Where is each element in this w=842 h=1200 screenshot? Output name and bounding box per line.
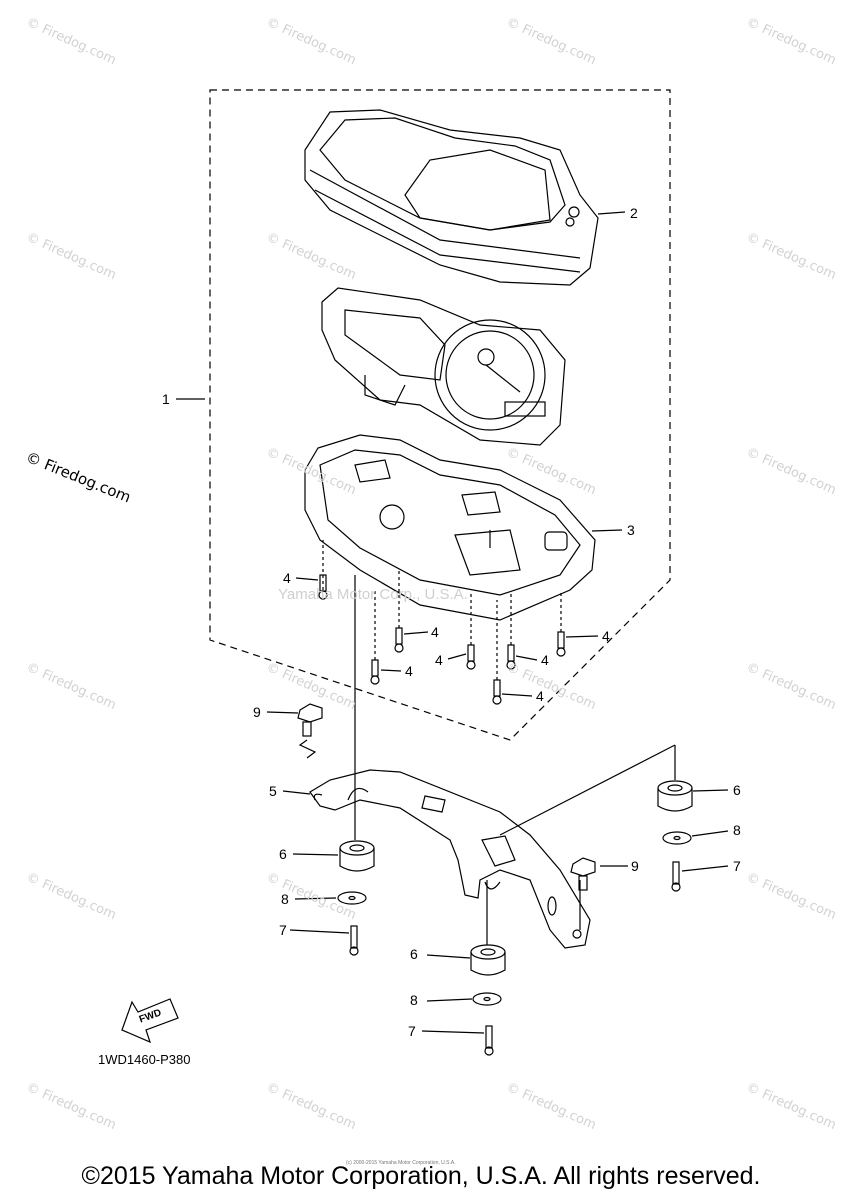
callout-4: 4 bbox=[602, 628, 610, 644]
small-copyright: (c) 2000-2015 Yamaha Motor Corporation, … bbox=[346, 1160, 456, 1166]
callout-3: 3 bbox=[627, 522, 635, 538]
grommet-6-left bbox=[339, 840, 375, 872]
alignment-line-right bbox=[499, 744, 676, 836]
callout-4: 4 bbox=[435, 652, 443, 668]
screws-7 bbox=[349, 861, 681, 1056]
meter-cover bbox=[304, 109, 599, 286]
callout-9: 9 bbox=[253, 704, 261, 720]
callout-2: 2 bbox=[630, 205, 638, 221]
callout-1: 1 bbox=[162, 391, 170, 407]
part-code: 1WD1460-P380 bbox=[98, 1052, 191, 1067]
grommet-6-right bbox=[657, 780, 693, 812]
callout-4: 4 bbox=[283, 570, 291, 586]
callout-4: 4 bbox=[536, 688, 544, 704]
callout-6: 6 bbox=[733, 782, 741, 798]
callout-7: 7 bbox=[408, 1023, 416, 1039]
bracket-5 bbox=[309, 769, 591, 949]
callout-7: 7 bbox=[733, 858, 741, 874]
callout-7: 7 bbox=[279, 922, 287, 938]
meter-assembly bbox=[321, 287, 566, 446]
callout-8: 8 bbox=[733, 822, 741, 838]
callout-9: 9 bbox=[631, 858, 639, 874]
copyright-footer: ©2015 Yamaha Motor Corporation, U.S.A. A… bbox=[81, 1162, 761, 1190]
callout-6: 6 bbox=[410, 946, 418, 962]
fwd-arrow-icon bbox=[121, 998, 179, 1044]
grommet-6-center bbox=[470, 944, 506, 976]
lower-case bbox=[304, 434, 596, 621]
center-watermark: Yamaha Motor Corp., U.S.A. bbox=[278, 586, 468, 603]
leader-lines bbox=[176, 211, 729, 1034]
callout-4: 4 bbox=[405, 663, 413, 679]
bolt-9-upper bbox=[297, 703, 323, 759]
callout-5: 5 bbox=[269, 783, 277, 799]
callout-4: 4 bbox=[541, 652, 549, 668]
assembly-boundary bbox=[209, 89, 671, 741]
callout-6: 6 bbox=[279, 846, 287, 862]
screw-guide-lines bbox=[322, 540, 562, 680]
callout-8: 8 bbox=[281, 891, 289, 907]
washers-8 bbox=[337, 831, 692, 1006]
callout-8: 8 bbox=[410, 992, 418, 1008]
bolt-9-right bbox=[570, 857, 596, 891]
callout-4: 4 bbox=[431, 624, 439, 640]
